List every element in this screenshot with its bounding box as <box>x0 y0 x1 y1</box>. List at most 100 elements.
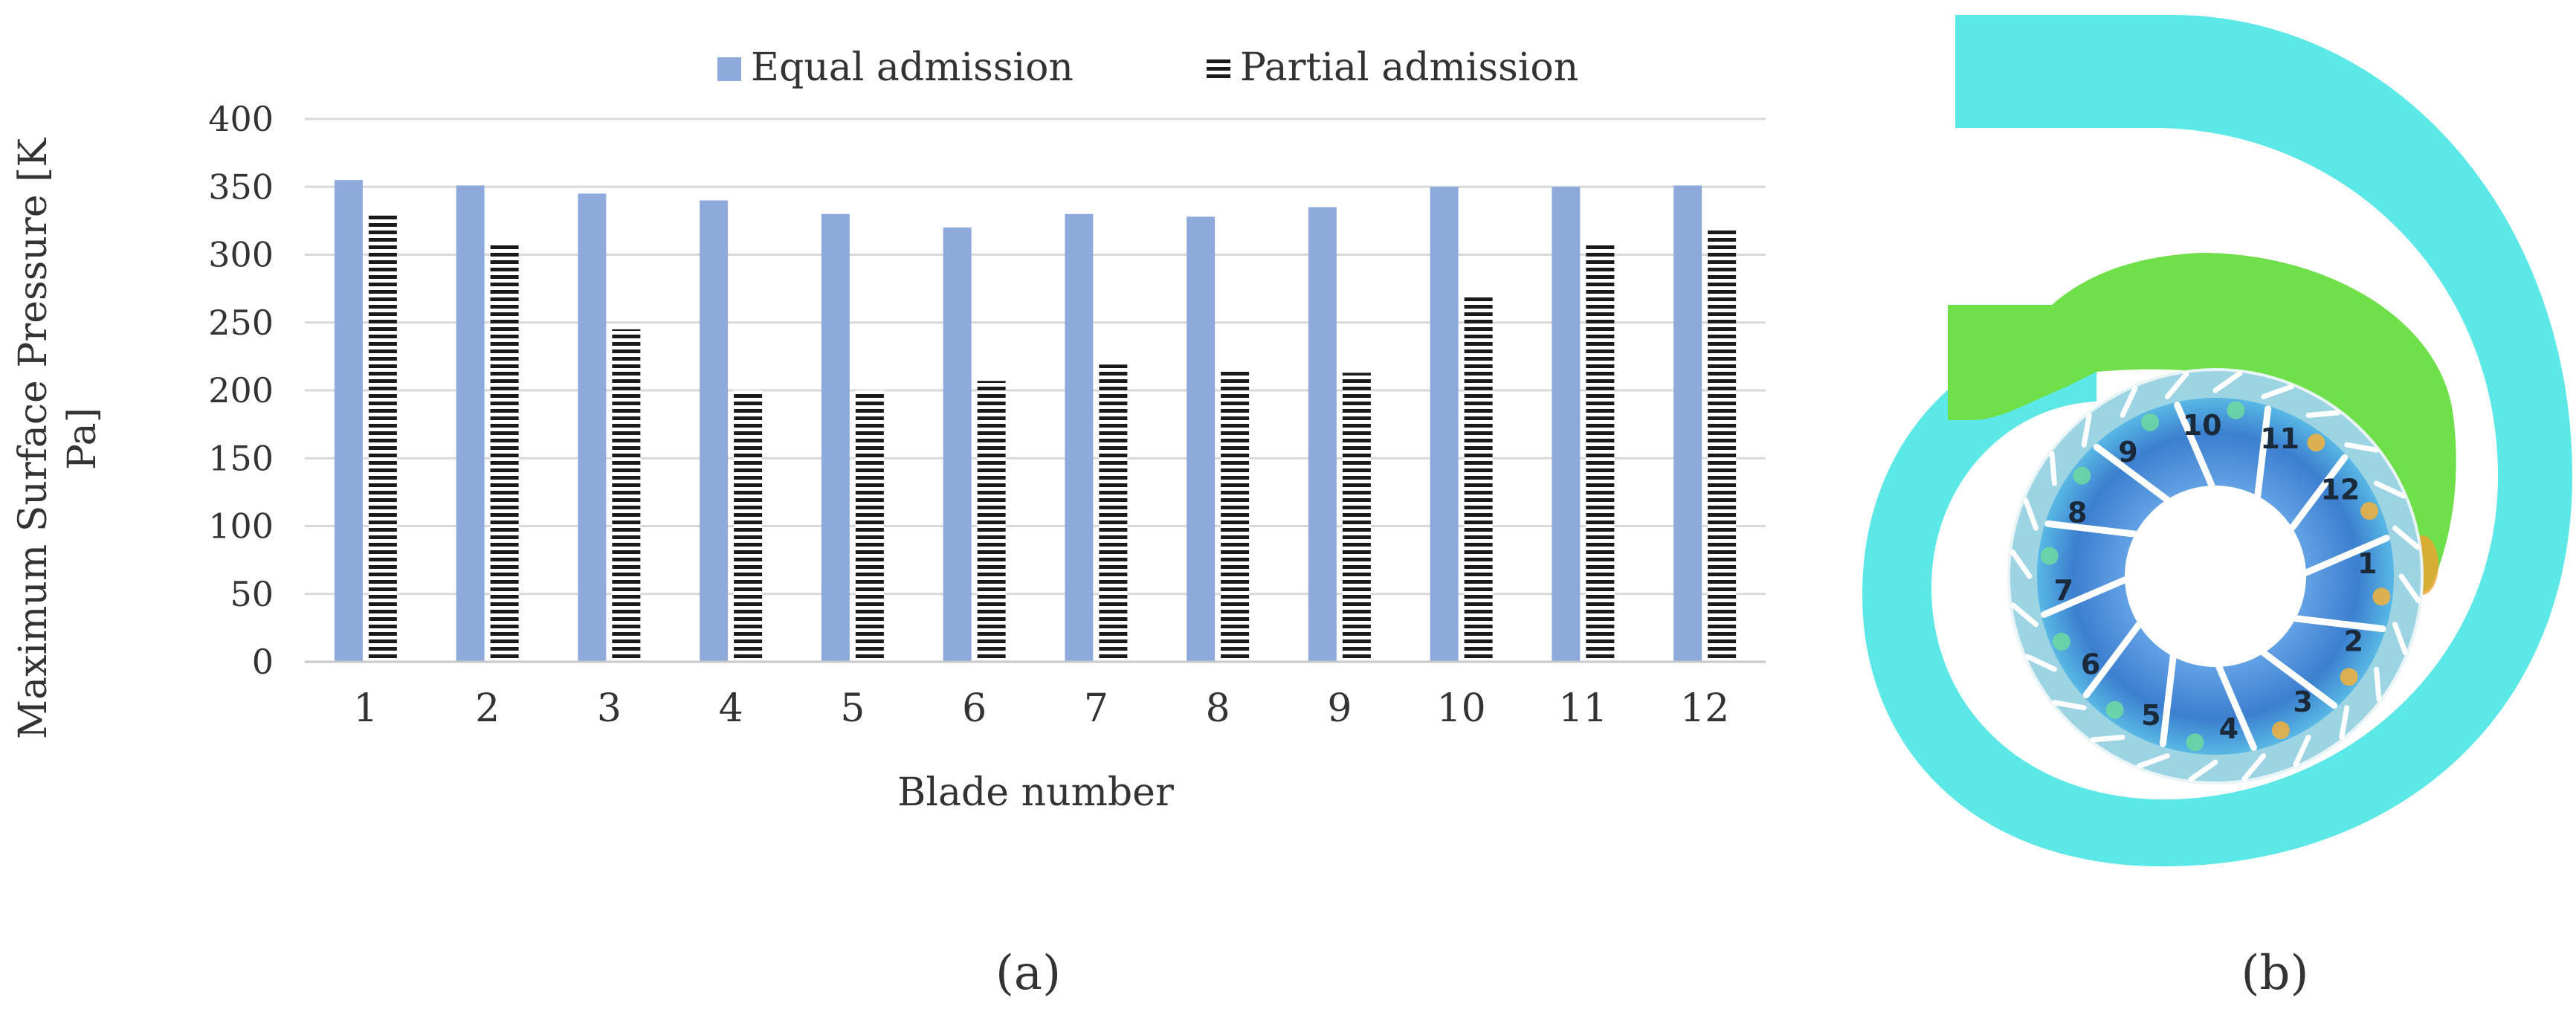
blade-label-3: 3 <box>2293 686 2312 718</box>
blade-label-6: 6 <box>2081 648 2100 681</box>
blade-label-8: 8 <box>2067 496 2087 529</box>
blade-gap <box>2159 653 2177 747</box>
blade-tip-hotspot <box>2105 700 2124 719</box>
x-tick-label: 3 <box>597 686 622 731</box>
guide-vane <box>2188 759 2218 782</box>
guide-vane <box>2241 753 2267 782</box>
y-tick-label: 200 <box>208 370 274 410</box>
rotor-hub <box>2125 486 2306 667</box>
blade-gap <box>2044 520 2139 538</box>
y-tick-label: 350 <box>208 167 274 207</box>
bar-equal-admission-11 <box>1552 187 1581 662</box>
y-tick-label: 150 <box>208 438 274 478</box>
y-axis-title-line-2: Pa] <box>60 407 105 470</box>
blade-tip-hotspot <box>2141 413 2160 431</box>
bar-equal-admission-10 <box>1430 187 1459 662</box>
blade-tip-hotspot <box>2372 587 2391 606</box>
x-tick-label: 2 <box>475 686 500 731</box>
legend-label-partial-admission: Partial admission <box>1240 45 1578 90</box>
bar-partial-admission-3 <box>612 329 641 662</box>
guide-vane <box>2392 622 2408 655</box>
y-axis-title: Maximum Surface Pressure [K <box>11 138 56 739</box>
blade-gap <box>2174 402 2215 489</box>
blade-gap <box>2082 621 2143 699</box>
guide-vane <box>2024 654 2057 672</box>
x-tick-label: 5 <box>840 686 865 731</box>
blade-label-10: 10 <box>2183 409 2222 442</box>
legend-label-equal-admission: Equal admission <box>751 45 1074 90</box>
panel-a-label: (a) <box>995 946 1061 1001</box>
x-tick-label: 8 <box>1206 686 1230 731</box>
bar-equal-admission-12 <box>1673 185 1702 663</box>
bar-partial-admission-1 <box>368 212 397 662</box>
y-axis-title-line-1: Maximum Surface Pressure [K <box>11 138 56 739</box>
blade-gap <box>2254 405 2272 500</box>
y-tick-label: 400 <box>208 99 274 139</box>
guide-vane <box>2392 525 2421 550</box>
bar-partial-admission-8 <box>1221 370 1250 662</box>
guide-vane <box>2305 410 2341 418</box>
x-tick-label: 11 <box>1558 686 1607 731</box>
blade-gap <box>2302 535 2390 576</box>
blade-tip-hotspot <box>2052 632 2070 651</box>
guide-vane <box>2374 666 2382 702</box>
bar-partial-admission-9 <box>1342 373 1371 662</box>
x-tick-label: 4 <box>719 686 743 731</box>
blade-gap <box>2260 649 2338 709</box>
blade-tip-hotspot <box>2227 401 2245 419</box>
blade-label-2: 2 <box>2344 625 2363 658</box>
blade-tip-hotspot <box>2073 466 2091 485</box>
blade-gap <box>2288 454 2349 532</box>
guide-vane <box>2010 549 2033 579</box>
blade-gap <box>2041 576 2128 618</box>
bar-equal-admission-8 <box>1187 216 1216 662</box>
guide-vane <box>2010 602 2039 628</box>
guide-vane <box>2164 371 2189 400</box>
guide-vane <box>2052 700 2087 711</box>
blade-gap <box>2215 663 2257 751</box>
blade-label-9: 9 <box>2118 436 2137 468</box>
blade-gap <box>2292 615 2386 633</box>
guide-vane <box>2293 735 2311 767</box>
guide-vane <box>2398 573 2421 604</box>
guide-vane <box>2344 442 2379 453</box>
blade-tip-hotspot <box>2186 733 2204 752</box>
y-axis-title-line-2-text: Pa] <box>60 407 105 470</box>
y-tick-label: 0 <box>252 642 274 682</box>
guide-vane <box>2374 480 2406 499</box>
bar-partial-admission-12 <box>1708 228 1737 662</box>
blade-label-1: 1 <box>2357 547 2377 580</box>
legend-swatch-equal-admission <box>717 57 741 81</box>
x-tick-label: 1 <box>353 686 378 731</box>
blade-label-11: 11 <box>2260 422 2299 455</box>
guide-vane <box>2212 370 2243 393</box>
y-tick-label: 50 <box>230 574 274 614</box>
guide-vane <box>2339 705 2350 740</box>
x-tick-label: 12 <box>1680 686 1729 731</box>
blade-tip-hotspot <box>2307 434 2325 452</box>
x-axis-title: Blade number <box>897 770 1174 815</box>
inlet-passage <box>1948 253 2456 617</box>
guide-vane <box>2120 385 2138 418</box>
blade-label-5: 5 <box>2141 699 2160 732</box>
blade-tip-hotspot <box>2360 502 2379 521</box>
bar-partial-admission-6 <box>977 381 1006 662</box>
blade-label-4: 4 <box>2219 712 2238 745</box>
bar-partial-admission-4 <box>734 390 763 662</box>
blade-gap <box>2093 443 2171 503</box>
rotor-blade-gaps <box>2040 401 2391 752</box>
guide-vane <box>2081 413 2092 448</box>
x-tick-label: 7 <box>1084 686 1108 731</box>
blade-label-7: 7 <box>2054 574 2073 607</box>
guide-vane <box>2023 497 2039 531</box>
bar-partial-admission-7 <box>1099 364 1128 662</box>
blade-tip-hotspot <box>2340 668 2358 686</box>
legend: Equal admission Partial admission <box>717 45 1578 90</box>
bar-equal-admission-4 <box>700 200 729 662</box>
bar-equal-admission-1 <box>334 180 363 662</box>
x-tick-label: 6 <box>962 686 987 731</box>
